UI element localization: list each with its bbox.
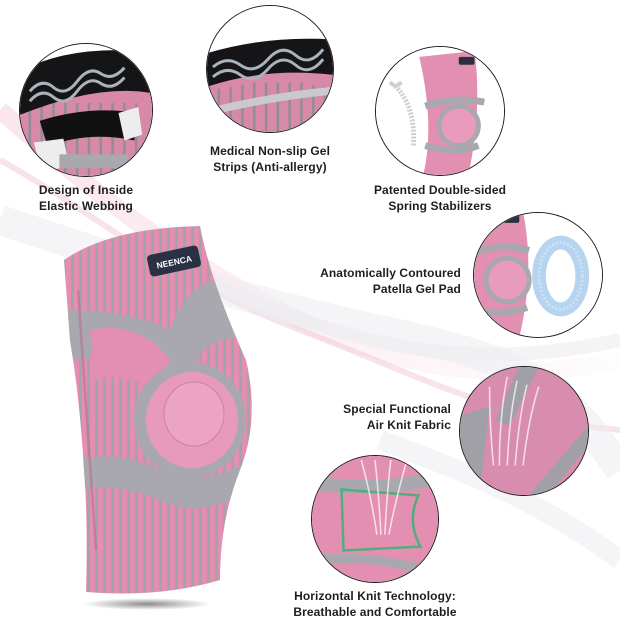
feature-image-gel-strips bbox=[206, 5, 334, 133]
feature-label-gel-strips: Medical Non-slip Gel Strips (Anti-allerg… bbox=[209, 144, 331, 174]
feature-label-spring-stabilizers: Patented Double-sided Spring Stabilizers bbox=[373, 183, 507, 213]
brand-badge: NEENCA bbox=[147, 245, 201, 277]
knee-sleeve-product: NEENCA bbox=[64, 226, 252, 594]
feature-label-patella-pad: Anatomically Contoured Patella Gel Pad bbox=[320, 266, 461, 296]
feature-label-air-knit: Special Functional Air Knit Fabric bbox=[343, 402, 451, 432]
feature-image-inside-webbing bbox=[19, 43, 153, 177]
feature-image-horizontal-knit bbox=[311, 455, 439, 583]
feature-label-inside-webbing: Design of Inside Elastic Webbing bbox=[38, 183, 134, 213]
feature-image-air-knit bbox=[459, 366, 589, 496]
product-shadow bbox=[82, 598, 212, 610]
feature-image-patella-pad bbox=[473, 212, 603, 338]
feature-image-spring-stabilizers bbox=[375, 46, 505, 176]
feature-label-horizontal-knit: Horizontal Knit Technology: Breathable a… bbox=[293, 589, 457, 619]
